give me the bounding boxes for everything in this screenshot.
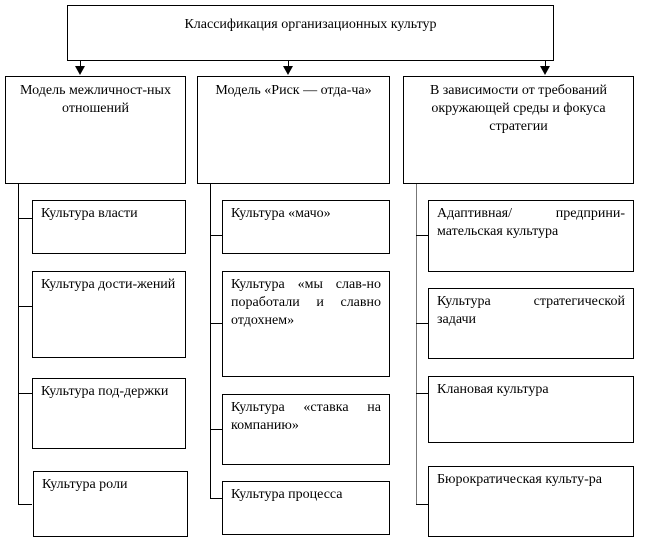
item-box: Культура под-держки — [32, 378, 186, 449]
item-box: Культура процесса — [222, 481, 390, 535]
item-label: Культура стратегической задачи — [437, 294, 625, 327]
root-box: Классификация организационных культур — [67, 5, 554, 61]
item-box: Культура стратегической задачи — [428, 288, 634, 359]
connector — [18, 504, 32, 505]
item-box: Культура дости-жений — [32, 271, 186, 358]
arrow-down-icon — [75, 66, 85, 75]
connector — [545, 61, 546, 67]
item-label: Культура процесса — [231, 487, 343, 502]
category-title: В зависимости от требований окружающей с… — [429, 83, 608, 134]
connector — [210, 429, 222, 430]
item-box: Бюрократическая культу-ра — [428, 466, 634, 537]
item-box: Адаптивная/ предприни-мательская культур… — [428, 200, 634, 272]
item-label: Культура роли — [42, 477, 128, 492]
connector — [18, 393, 32, 394]
item-label: Бюрократическая культу-ра — [437, 472, 602, 487]
connector — [80, 61, 81, 67]
connector — [288, 61, 289, 67]
connector — [18, 184, 19, 504]
connector — [18, 306, 32, 307]
connector — [18, 218, 32, 219]
arrow-down-icon — [540, 66, 550, 75]
item-box: Клановая культура — [428, 376, 634, 443]
item-label: Культура «мачо» — [231, 206, 331, 221]
connector — [210, 184, 211, 499]
category-box-risk-return: Модель «Риск — отда-ча» — [197, 76, 390, 184]
connector — [210, 498, 222, 499]
root-label: Классификация организационных культур — [184, 17, 437, 32]
arrow-down-icon — [283, 66, 293, 75]
item-label: Культура власти — [41, 206, 138, 221]
connector — [416, 323, 428, 324]
category-box-interpersonal: Модель межличност-ных отношений — [5, 76, 186, 184]
item-label: Культура под-держки — [41, 384, 169, 399]
connector — [416, 393, 428, 394]
item-box: Культура «мачо» — [222, 200, 390, 254]
item-label: Культура «мы слав-но поработали и славно… — [231, 277, 381, 328]
category-title: Модель межличност-ных отношений — [20, 83, 171, 116]
connector — [210, 323, 222, 324]
item-label: Культура «ставка на компанию» — [231, 400, 381, 433]
item-box: Культура власти — [32, 200, 186, 254]
item-box: Культура «ставка на компанию» — [222, 394, 390, 465]
item-label: Адаптивная/ предприни-мательская культур… — [437, 206, 625, 239]
connector — [416, 504, 428, 505]
connector — [416, 235, 428, 236]
item-box: Культура роли — [33, 471, 188, 537]
item-label: Культура дости-жений — [41, 277, 176, 292]
category-box-environment-strategy: В зависимости от требований окружающей с… — [403, 76, 634, 184]
item-box: Культура «мы слав-но поработали и славно… — [222, 271, 390, 377]
connector — [210, 235, 222, 236]
connector — [416, 184, 417, 504]
category-title: Модель «Риск — отда-ча» — [215, 83, 372, 98]
item-label: Клановая культура — [437, 382, 549, 397]
